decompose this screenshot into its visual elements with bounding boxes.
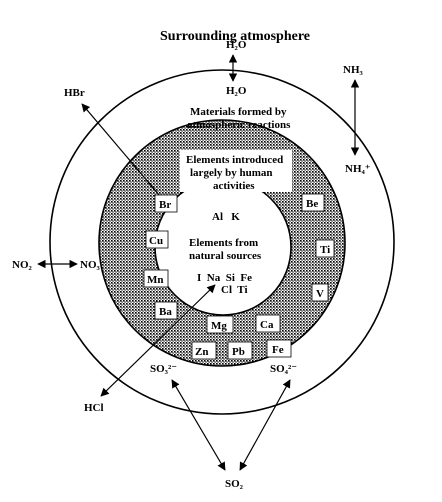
- element-ca: Ca: [260, 319, 274, 331]
- outer-ring-label-1: Materials formed by: [190, 106, 287, 118]
- no3-label: NO₃⁻: [80, 259, 106, 271]
- element-ti-ring: Ti: [320, 244, 330, 256]
- so3-so2-arrow: [171, 379, 226, 471]
- element-pb: Pb: [232, 346, 245, 358]
- middle-ring-label-3: activities: [213, 180, 255, 192]
- element-box-mg: Mg: [206, 315, 234, 334]
- hcl-arrow: [100, 284, 216, 397]
- so4-so2-arrow: [239, 379, 291, 471]
- element-box-ti: Ti: [315, 239, 335, 258]
- so2-label: SO₂: [225, 478, 244, 490]
- hbr-arrow: [81, 103, 161, 197]
- no2-label: NO₂: [12, 259, 33, 271]
- human-activities-label-box: [180, 150, 292, 192]
- element-box-v: V: [311, 283, 329, 302]
- title: Surrounding atmosphere: [160, 29, 310, 44]
- element-box-mn: Mn: [143, 269, 169, 288]
- so4-label: SO₄²⁻: [270, 363, 297, 375]
- middle-ring-label-2: largely by human: [190, 167, 273, 179]
- element-cu: Cu: [149, 235, 163, 247]
- element-mg: Mg: [211, 320, 227, 332]
- element-fe-ring: Fe: [272, 344, 284, 356]
- inner-label-2: natural sources: [189, 250, 262, 262]
- inner-bottom-elements-1: I Na Si Fe: [197, 272, 252, 284]
- so3-label: SO₃²⁻: [150, 363, 177, 375]
- hcl-label: HCl: [84, 402, 104, 414]
- element-v: V: [316, 288, 324, 300]
- element-ba: Ba: [159, 306, 172, 318]
- inner-bottom-elements-2: Cl Ti: [221, 284, 248, 296]
- h2o-inside: H₂O: [226, 85, 247, 97]
- element-box-pb: Pb: [227, 341, 253, 360]
- h2o-outside: H₂O: [226, 39, 247, 51]
- element-box-ba: Ba: [154, 301, 178, 320]
- element-box-ca: Ca: [255, 314, 281, 333]
- element-box-fe: Fe: [266, 339, 292, 358]
- element-box-zn: Zn: [191, 341, 217, 360]
- element-zn: Zn: [195, 346, 208, 358]
- nh3-label: NH₃: [343, 64, 364, 76]
- element-be: Be: [306, 198, 318, 210]
- element-mn: Mn: [147, 274, 164, 286]
- inner-label-1: Elements from: [189, 237, 258, 249]
- middle-ring-label-1: Elements introduced: [186, 154, 283, 166]
- element-box-cu: Cu: [145, 230, 169, 249]
- element-br: Br: [159, 199, 171, 211]
- outer-ring-label-2: atmospheric reactions: [187, 119, 291, 131]
- hbr-label: HBr: [64, 87, 85, 99]
- inner-top-elements: Al K: [212, 211, 240, 223]
- nh4-label: NH₄⁺: [345, 163, 371, 175]
- element-box-br: Br: [154, 194, 178, 213]
- element-box-be: Be: [301, 193, 325, 212]
